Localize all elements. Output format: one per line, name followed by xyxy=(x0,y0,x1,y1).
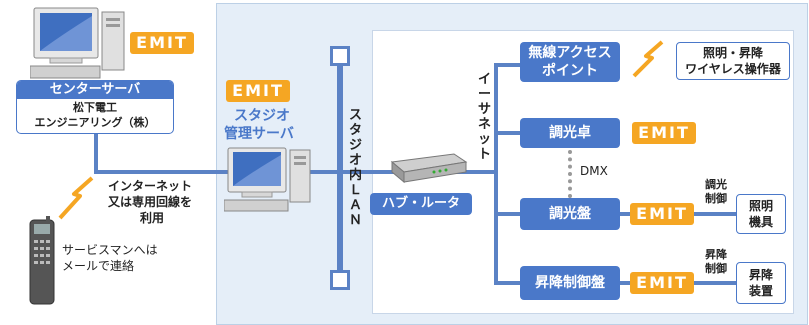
studio-lan-char: タ xyxy=(349,123,363,138)
line-branch-desk xyxy=(494,131,522,135)
studio-server-label-2: 管理サーバ xyxy=(224,126,294,142)
lan-terminator-top xyxy=(330,46,350,66)
studio-lan-char: Ｎ xyxy=(349,213,363,228)
emit-logo-panel: EMIT xyxy=(630,203,694,225)
emit-logo-lift: EMIT xyxy=(630,272,694,294)
hub-router-label: ハブ・ルータ xyxy=(370,193,472,215)
lift-device-box: 昇降 装置 xyxy=(736,262,786,304)
lighting-equipment-line2: 機具 xyxy=(748,215,773,229)
ethernet-char: ト xyxy=(478,147,492,162)
wireless-ops-line1: 照明・昇降 xyxy=(702,46,763,60)
line-lan-vertical xyxy=(337,52,343,278)
wireless-signal-icon-ap xyxy=(632,40,664,78)
lift-device-line1: 昇降 xyxy=(748,268,773,282)
studio-lan-char: Ｌ xyxy=(349,183,363,198)
dmx-link xyxy=(568,150,576,198)
center-server-org1: 松下電工 xyxy=(73,101,117,114)
studio-server-computer xyxy=(224,147,311,212)
mobile-phone-icon xyxy=(29,216,55,305)
phone-note-2: メールで連絡 xyxy=(62,259,135,273)
wireless-ap-line2: ポイント xyxy=(542,63,598,79)
dmx-label: DMX xyxy=(580,164,608,178)
line-internet xyxy=(94,170,238,174)
line-studio-server-lan xyxy=(290,170,340,174)
emit-logo-center: EMIT xyxy=(130,32,194,54)
emit-logo-desk: EMIT xyxy=(632,122,696,144)
studio-lan-char: Ａ xyxy=(349,198,363,213)
wireless-signal-icon xyxy=(58,176,94,220)
ethernet-char: ネ xyxy=(478,117,492,132)
center-server-computer xyxy=(30,7,125,79)
lift-control-panel: 昇降制御盤 xyxy=(520,266,620,300)
internet-label-1: インターネット xyxy=(108,179,193,193)
line-ctrl-lift xyxy=(696,281,736,285)
ethernet-char: イ xyxy=(478,72,492,87)
line-ctrl-lighting xyxy=(696,212,736,216)
center-server-box: センターサーバ 松下電工 エンジニアリング（株） xyxy=(16,80,174,134)
dimming-control-2: 制御 xyxy=(705,192,727,205)
dimming-control-1: 調光 xyxy=(705,178,727,191)
wireless-operator-box: 照明・昇降 ワイヤレス操作器 xyxy=(676,42,790,80)
studio-lan-char: オ xyxy=(349,153,363,168)
studio-server-label-1: スタジオ xyxy=(234,108,290,124)
wireless-ops-line2: ワイヤレス操作器 xyxy=(685,62,781,76)
lift-control-2: 制御 xyxy=(705,262,727,275)
line-ethernet-backbone xyxy=(494,63,498,283)
lighting-equipment-box: 照明 機具 xyxy=(736,194,786,234)
lift-control-1: 昇降 xyxy=(705,248,727,261)
studio-lan-char: ジ xyxy=(349,138,363,153)
ethernet-char: ー xyxy=(478,87,492,102)
dimmer-desk: 調光卓 xyxy=(520,118,620,148)
ethernet-char: ッ xyxy=(478,132,492,147)
internet-label-3: 利用 xyxy=(140,211,165,225)
dimmer-panel: 調光盤 xyxy=(520,198,620,230)
line-branch-ap xyxy=(494,63,522,67)
ethernet-label: イ ー サ ネ ッ ト xyxy=(478,72,491,162)
studio-lan-label: ス タ ジ オ 内 Ｌ Ａ Ｎ xyxy=(349,108,362,228)
lan-terminator-bottom xyxy=(330,270,350,290)
center-server-org2: エンジニアリング（株） xyxy=(34,116,156,129)
studio-lan-char: 内 xyxy=(349,168,363,183)
lift-device-line2: 装置 xyxy=(748,284,773,298)
lighting-equipment-line1: 照明 xyxy=(748,199,773,213)
wireless-access-point: 無線アクセス ポイント xyxy=(520,42,620,82)
internet-label-2: 又は専用回線を xyxy=(108,195,193,209)
phone-note-1: サービスマンへは xyxy=(62,243,158,257)
line-branch-panel xyxy=(494,212,522,216)
line-center-down xyxy=(94,133,98,173)
hub-router-device xyxy=(390,153,468,184)
center-server-title: センターサーバ xyxy=(17,81,173,99)
emit-logo-studio: EMIT xyxy=(226,80,290,102)
wireless-ap-line1: 無線アクセス xyxy=(528,45,612,61)
line-branch-lift xyxy=(494,281,522,285)
ethernet-char: サ xyxy=(478,102,492,117)
studio-lan-char: ス xyxy=(349,108,363,123)
